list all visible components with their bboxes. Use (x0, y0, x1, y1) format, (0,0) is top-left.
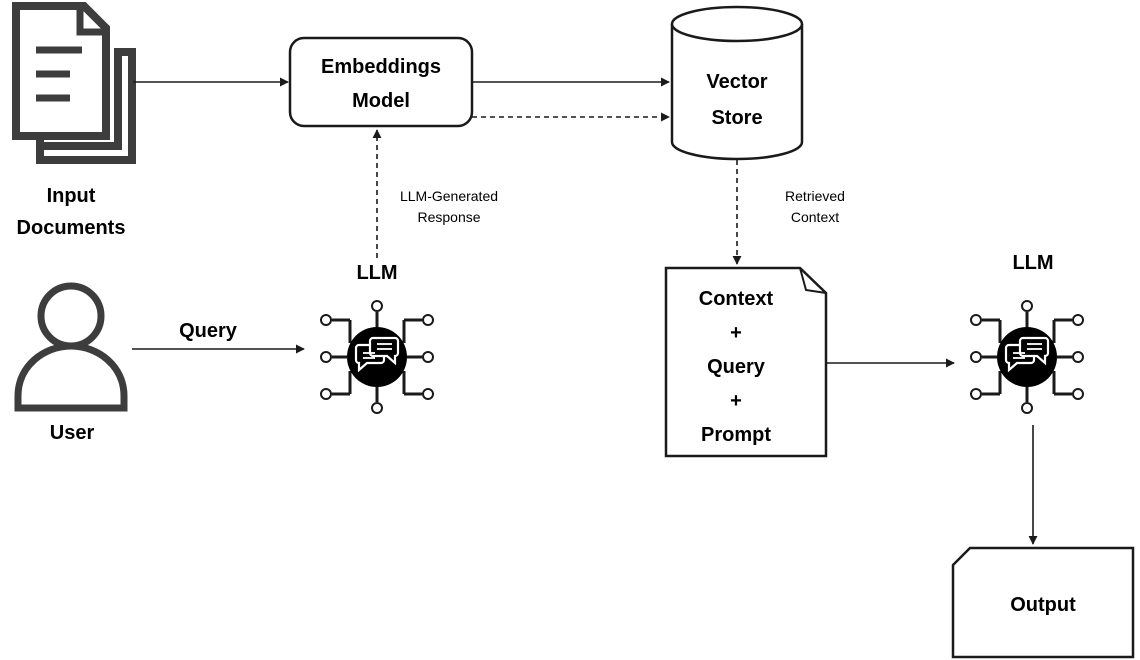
output-box (951, 546, 1135, 659)
input-documents-label: Input Documents (16, 185, 126, 239)
output-label: Output (1010, 594, 1076, 616)
cylinder-icon (670, 5, 804, 161)
llm-chip-icon (319, 299, 435, 415)
retrieved-context-label: Retrieved Context (785, 188, 845, 225)
llm-left-label: LLM (356, 262, 398, 284)
llm-right-label: LLM (1012, 252, 1054, 274)
documents-icon (12, 2, 136, 164)
user-icon (14, 282, 128, 412)
vector-store-label: Vector Store (706, 71, 768, 129)
folded-document-icon (664, 266, 828, 458)
embeddings-model-label: Embeddings Model (320, 56, 441, 112)
llm-generated-response-label: LLM-Generated Response (399, 188, 499, 225)
prompt-doc-label: Context + Query + Prompt (698, 288, 774, 446)
query-edge-label: Query (179, 320, 237, 342)
user-label: User (49, 422, 95, 444)
llm-chip-icon (969, 299, 1085, 415)
